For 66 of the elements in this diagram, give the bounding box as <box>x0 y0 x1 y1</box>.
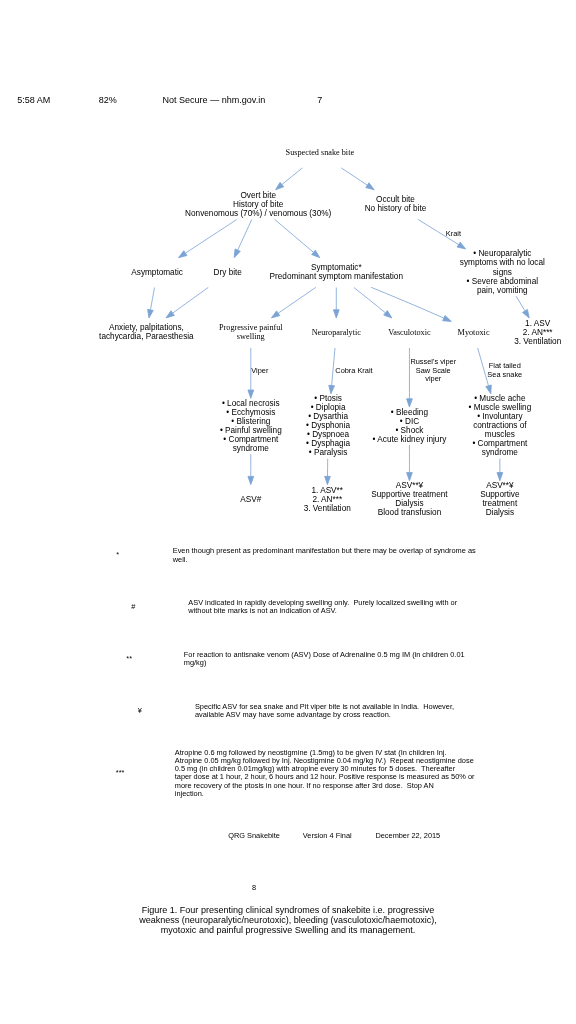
node-text: Anxiety, palpitations, tachycardia, Paraesthesia <box>99 322 194 341</box>
node-text: • Muscle ache • Muscle swelling • Involuntary contractions of muscles • Compartment syndrome <box>468 393 532 457</box>
edge-label: Russel's viper Saw Scale viper <box>410 356 457 383</box>
arrow <box>271 286 317 318</box>
arrow <box>165 286 209 318</box>
label: ** <box>126 653 133 663</box>
node-text: 1. ASV** 2. AN*** 3. Ventilation <box>303 485 351 513</box>
label: For reaction to antisnake venom (ASV) Dose of Adrenaline 0.5 mg IM (in children 0.01 mg/kg) <box>183 649 465 667</box>
node-text: Progressive painful swelling <box>218 322 283 341</box>
node-text: • Bleeding • DIC • Shock • Acute kidney injury <box>372 407 447 444</box>
label: 5:58 AM <box>17 94 51 105</box>
arrow <box>274 218 321 258</box>
edge-label: Flat tailed Sea snake <box>487 360 523 379</box>
label: December 22, 2015 <box>375 830 441 840</box>
arrow <box>496 457 504 481</box>
label: 7 <box>317 94 323 105</box>
arrow <box>340 167 375 190</box>
label: ASV indicated in rapidly developing swelling only. Purely localized swelling with or without bite marks is not an indication of ASV. <box>188 597 458 615</box>
arrow <box>515 295 530 318</box>
node-text: Dry bite <box>213 267 242 277</box>
node-text: Asymptomatic <box>131 267 183 277</box>
node-text: ASV# <box>240 494 262 504</box>
arrow <box>406 347 413 407</box>
edge-label: Cobra Krait <box>335 365 373 375</box>
node-text: Vasculotoxic <box>388 327 431 337</box>
edge-label: Viper <box>251 365 269 375</box>
arrow <box>353 286 393 318</box>
label: Even though present as predominant manifestation but there may be overlap of syndrome as well. <box>172 545 476 564</box>
node-text: 1. ASV 2. AN*** 3. Ventilation <box>514 318 562 346</box>
label: * <box>116 549 120 559</box>
label: Atropine 0.6 mg followed by neostigmine (1.5mg) to be given IV stat (In children Inj. Atropine 0.05 mg/kg followed by Inj. Neostigmine 0.04 mg/kg IV.) Repeat neostigmine dose 0.5 mg (in children 0.01mg/kg) with atropine every 30 minutes for 5 doses. Thereafter taper dose at 1 hour, 2 hour, 6 hours and 12 hour. Positive response is measured as 50% or more recovery of the ptosis in one hour. If no response after 3rd dose. Stop AN injection. <box>174 747 475 798</box>
arrow <box>275 167 303 190</box>
arrow <box>233 218 253 258</box>
arrow <box>147 286 155 318</box>
arrow <box>324 457 331 485</box>
node-text: • Neuroparalytic symptoms with no local signs • Severe abdominal pain, vomiting <box>459 248 545 295</box>
label: 82% <box>98 94 117 105</box>
arrow <box>406 444 413 481</box>
arrow <box>178 218 238 258</box>
arrow <box>333 286 340 318</box>
node-text: Occult bite No history of bite <box>364 194 427 213</box>
label: ¥ <box>137 705 142 715</box>
label: Version 4 Final <box>302 830 352 840</box>
label: # <box>131 601 136 611</box>
node-text: • Local necrosis • Ecchymosis • Blistering • Painful swelling • Compartment syndrome <box>219 398 282 453</box>
node-text: ASV**¥ Supportive treatment Dialysis Blood transfusion <box>371 480 448 517</box>
edge-label: Krait <box>445 228 462 238</box>
label: QRG Snakebite <box>228 830 280 840</box>
node-text: Overt bite History of bite Nonvenomous (70%) / venomous (30%) <box>185 190 332 218</box>
label: 8 <box>252 882 257 892</box>
arrow <box>417 218 467 249</box>
arrow <box>477 347 492 394</box>
caption: Figure 1. Four presenting clinical syndromes of snakebite i.e. progressive weakness (neuroparalytic/neurotoxic), bleeding (vasculotoxic/haemotoxic), myotoxic and painful progressive Swelling and its management. <box>139 904 437 935</box>
node-text: Suspected snake bite <box>285 147 355 157</box>
node-text: Neuroparalytic <box>311 327 361 337</box>
node-text: ASV**¥ Supportive treatment Dialysis <box>480 480 520 517</box>
arrow <box>328 347 336 394</box>
label: Not Secure — nhm.gov.in <box>162 94 266 105</box>
arrow <box>247 453 255 485</box>
label: *** <box>115 767 125 777</box>
node-text: Symptomatic* Predominant symptom manifestation <box>269 262 403 281</box>
node-text: Myotoxic <box>457 327 490 337</box>
arrow <box>370 286 452 322</box>
node-text: • Ptosis • Diplopia • Dysarthia • Dysphonia • Dyspnoea • Dysphagia • Paralysis <box>306 393 351 457</box>
label: Specific ASV for sea snake and Pit viper bite is not available in India. However, available ASV may have some advantage by cross reaction. <box>194 701 454 719</box>
arrow <box>247 347 255 399</box>
